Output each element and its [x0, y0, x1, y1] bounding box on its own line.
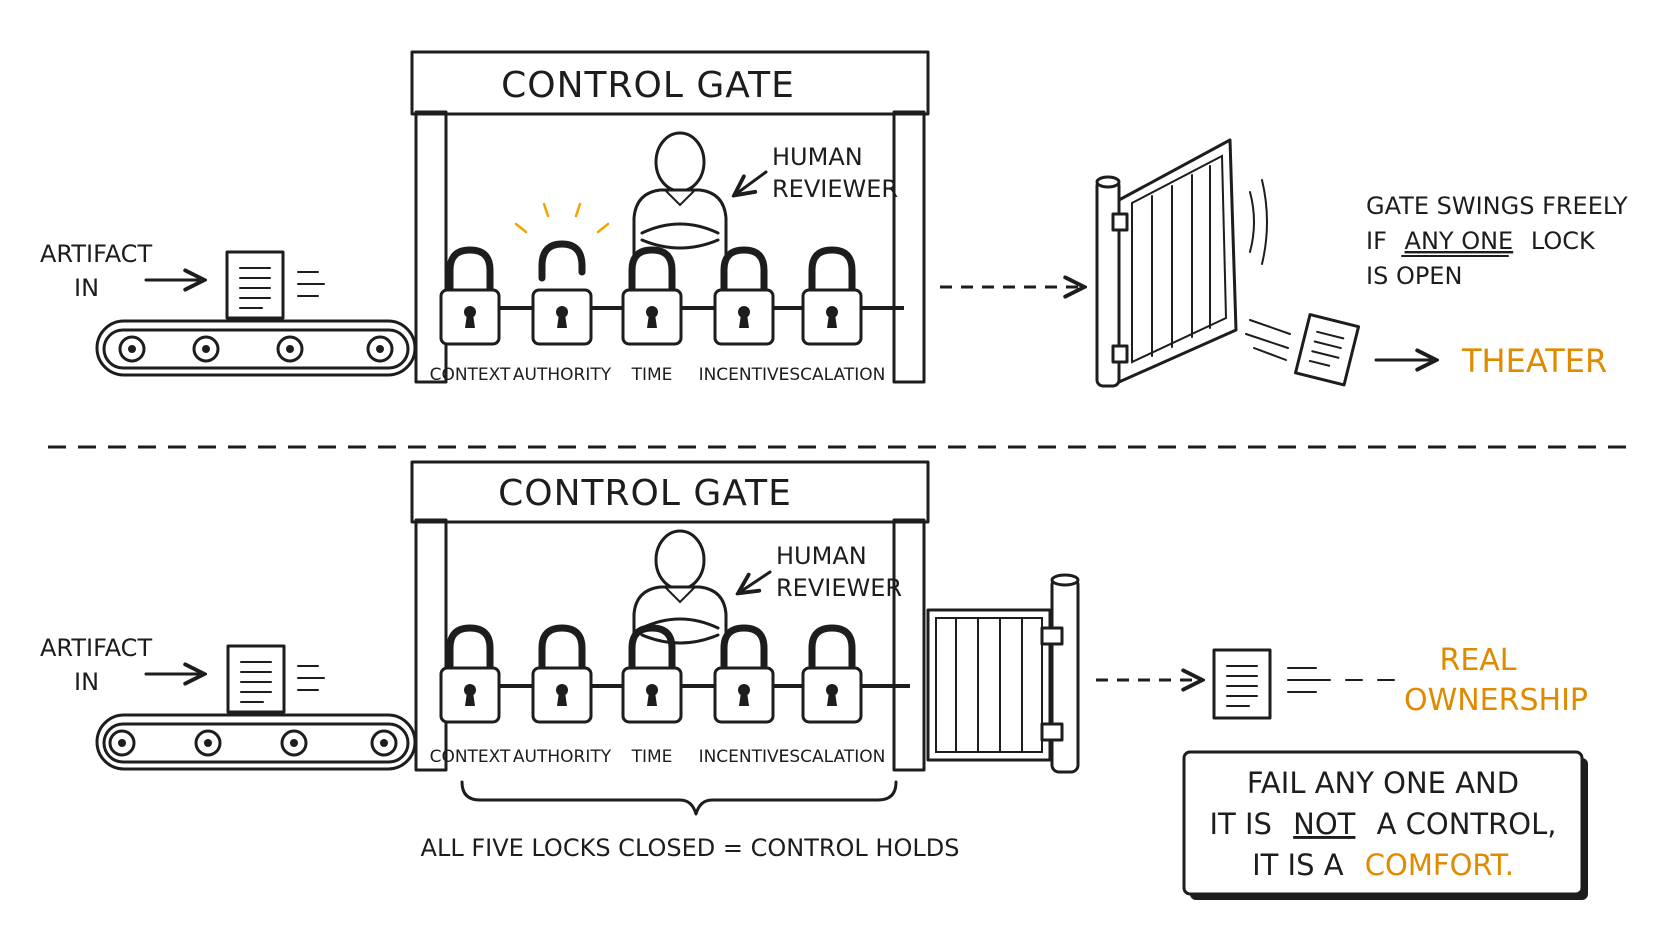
lock-label: Context	[430, 747, 511, 767]
gate-swings-note: Gate swings freely if any one lock is op…	[1366, 192, 1628, 290]
motion-lines	[1245, 319, 1291, 361]
svg-text:Artifact: Artifact	[40, 240, 152, 268]
svg-text:Gate swings freely: Gate swings freely	[1366, 192, 1628, 220]
locks-brace	[460, 780, 898, 816]
lock-label: Time	[631, 365, 673, 385]
human-reviewer-label: Human Reviewer	[772, 143, 898, 203]
conveyor-belt	[95, 713, 417, 771]
svg-text:is open: is open	[1366, 262, 1462, 290]
control-gate-frame: Control Gate	[410, 50, 930, 384]
lock-authority-open-icon	[514, 202, 610, 346]
theater-label: Theater	[1461, 342, 1607, 380]
svg-text:Reviewer: Reviewer	[772, 175, 898, 203]
lock-label: Authority	[513, 747, 612, 767]
spark-line	[514, 222, 528, 234]
spark-line	[596, 222, 610, 234]
lock-label: Incentive	[699, 747, 790, 767]
open-gate-icon	[1095, 138, 1268, 388]
flying-document-icon	[1294, 313, 1361, 387]
conclusion-box: Fail any one and it is not a control, it…	[1182, 750, 1588, 900]
svg-text:Reviewer: Reviewer	[776, 574, 902, 602]
gate-title: Control Gate	[501, 65, 795, 106]
output-document-icon	[1212, 648, 1272, 720]
svg-text:it is not a co: it is not a control,	[1209, 807, 1556, 841]
svg-text:In: In	[74, 274, 99, 302]
conveyor-belt	[95, 319, 417, 377]
spark-line	[542, 202, 550, 218]
lock-label: Incentive	[699, 365, 790, 385]
reviewer-arrow	[736, 170, 768, 194]
lock-incentive-closed-icon	[713, 246, 775, 346]
lock-time-closed-icon	[621, 246, 683, 346]
lock-label: Context	[430, 365, 511, 385]
lock-escalation-closed-icon	[801, 246, 863, 346]
human-reviewer-figure	[632, 529, 728, 652]
lock-label: Authority	[513, 365, 612, 385]
gate-title: Control Gate	[498, 473, 792, 514]
lock-context-closed-icon	[439, 246, 501, 346]
svg-text:Real: Real	[1439, 643, 1516, 678]
svg-text:In: In	[74, 668, 99, 696]
artifact-in-label: Artifact In	[40, 240, 152, 302]
reviewer-arrow	[740, 570, 772, 592]
svg-text:Ownership: Ownership	[1404, 683, 1588, 718]
brace-caption: All five locks closed = control holds	[421, 834, 960, 862]
motion-lines	[1287, 667, 1395, 693]
lock-escalation-closed-icon	[801, 624, 863, 724]
svg-text:Human: Human	[776, 542, 867, 570]
control-gate-frame: Control Gate	[410, 460, 930, 772]
lock-label: Escalation	[779, 365, 886, 385]
lock-authority-closed-icon	[531, 624, 593, 724]
svg-text:if any one loc: if any one lock	[1366, 227, 1596, 255]
svg-text:Artifact: Artifact	[40, 634, 152, 662]
human-reviewer-figure	[632, 131, 728, 257]
human-reviewer-label: Human Reviewer	[776, 542, 902, 602]
spark-line	[574, 202, 582, 218]
lock-time-closed-icon	[621, 624, 683, 724]
closed-gate-icon	[926, 573, 1080, 774]
artifact-in-label: Artifact In	[40, 634, 152, 696]
real-ownership-label: Real Ownership	[1404, 643, 1588, 718]
bottom-panel: Artifact In Contr	[40, 460, 1588, 900]
top-panel: Artifact In	[40, 50, 1628, 388]
svg-text:Human: Human	[772, 143, 863, 171]
lock-label: Time	[631, 747, 673, 767]
lock-label: Escalation	[779, 747, 886, 767]
lock-incentive-closed-icon	[713, 624, 775, 724]
svg-text:it is a comfort.: it is a comfort.	[1252, 848, 1514, 882]
artifact-document-icon	[226, 644, 325, 714]
lock-context-closed-icon	[439, 624, 501, 724]
artifact-document-icon	[225, 250, 325, 320]
svg-text:Fail any one and: Fail any one and	[1247, 766, 1519, 800]
